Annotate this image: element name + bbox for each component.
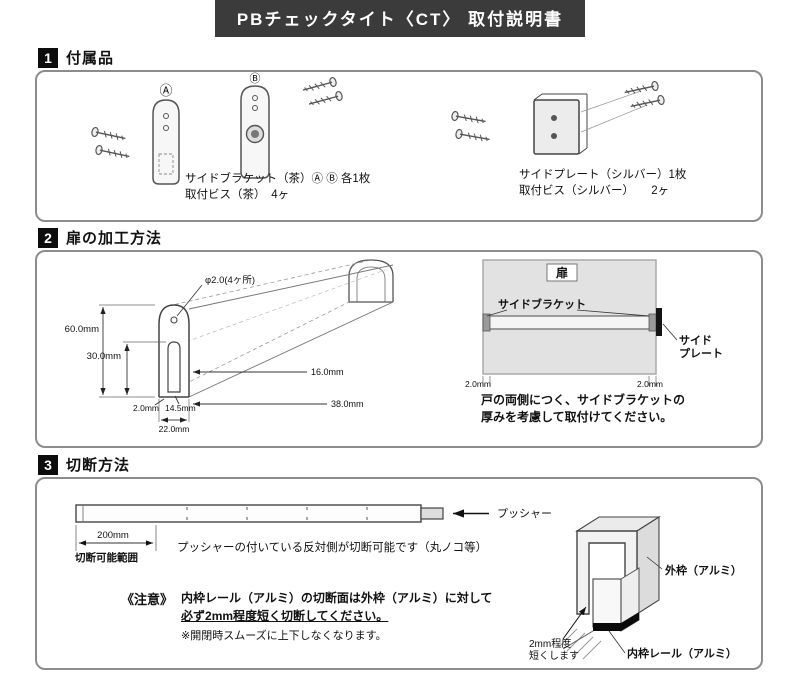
section2-number-badge: 2 — [38, 227, 58, 248]
section1-box: Ⓐ Ⓑ — [35, 70, 763, 222]
bracket-caption-line2: 取付ビス（茶） 4ヶ — [185, 189, 290, 201]
accessories-diagram: Ⓐ Ⓑ — [90, 72, 666, 185]
cutting-diagram: プッシャー 200mm 切断可能範囲 プッシャーの付いている反対側が切断可能です… — [75, 504, 742, 662]
side-plate-label-2: プレート — [679, 346, 723, 360]
inner-rail-label: 内枠レール（アルミ） — [627, 646, 737, 660]
phi-label: φ2.0(4ヶ所) — [205, 275, 255, 286]
side-bracket-a-diagram — [152, 99, 180, 185]
notice-lines: 内枠レール（アルミ）の切断面は外枠（アルミ）に対して 必ず2mm程度短く切断して… — [181, 589, 492, 645]
section3-box: プッシャー 200mm 切断可能範囲 プッシャーの付いている反対側が切断可能です… — [35, 477, 763, 670]
screw-icon — [307, 90, 344, 110]
dim-16mm: 16.0mm — [311, 367, 344, 377]
notice-line1: 内枠レール（アルミ）の切断面は外枠（アルミ）に対して — [181, 591, 493, 605]
short-label-2: 短くします — [529, 649, 579, 662]
door-label: 扉 — [556, 265, 568, 280]
section3-heading: 切断方法 — [66, 457, 131, 474]
screw-icon — [301, 76, 338, 96]
label-a: Ⓐ — [159, 83, 172, 98]
screw-icon — [450, 110, 488, 127]
section1-number-badge: 1 — [38, 47, 58, 68]
dim-38mm: 38.0mm — [331, 399, 364, 409]
frame-3d-sketch — [558, 515, 663, 660]
screw-icon — [90, 126, 127, 144]
dim-145mm: 14.5mm — [165, 403, 196, 413]
section2-header: 2 扉の加工方法 — [38, 227, 162, 248]
notice-label: 《注意》 — [121, 592, 174, 607]
cut-range-dimension — [75, 525, 157, 551]
slot-isometric-drawing — [158, 259, 394, 398]
dim-22mm: 22.0mm — [159, 424, 190, 434]
phi-leader-line — [176, 284, 203, 317]
plate-caption-line2: 取付ビス（シルバー） 2ヶ — [519, 185, 670, 197]
side-bracket-label: サイドブラケット — [498, 297, 586, 311]
notice-line3: ※開閉時スムーズに上下しなくなります。 — [181, 630, 387, 642]
section3-header: 3 切断方法 — [38, 454, 130, 475]
rail-drawing — [75, 504, 444, 523]
dim-200mm: 200mm — [97, 530, 129, 541]
dim-60mm: 60.0mm — [65, 324, 99, 335]
door-machining-diagram: φ2.0(4ヶ所) 60.0mm — [65, 259, 723, 434]
pusher-label: プッシャー — [497, 507, 552, 520]
cut-range-label: 切断可能範囲 — [75, 551, 138, 564]
screw-icon — [623, 80, 660, 98]
mounting-note: 戸の両側につく、サイドブラケットの 厚みを考慮して取付けてください。 — [481, 392, 685, 426]
notice-line2: 必ず2mm程度短く切断してください。 — [181, 609, 389, 623]
title-row: PBチェックタイト〈CT〉 取付説明書 — [0, 0, 800, 37]
plate-caption: サイドプレート（シルバー）1枚 取付ビス（シルバー） 2ヶ — [519, 167, 686, 199]
section2-box: φ2.0(4ヶ所) 60.0mm — [35, 250, 763, 448]
dim-right-2mm: 2.0mm — [637, 379, 663, 389]
label-b: Ⓑ — [250, 72, 261, 85]
dim-30mm: 30.0mm — [87, 351, 121, 362]
screw-icon — [629, 94, 666, 112]
side-bracket-b-diagram — [240, 85, 270, 179]
notice-block: 《注意》 内枠レール（アルミ）の切断面は外枠（アルミ）に対して 必ず2mm程度短… — [121, 589, 492, 645]
dimension-lines — [100, 307, 327, 423]
outer-frame-label: 外枠（アルミ） — [664, 563, 742, 577]
section3-number-badge: 3 — [38, 454, 58, 475]
bracket-caption-line1: サイドブラケット（茶）Ⓐ Ⓑ 各1枚 — [185, 173, 371, 185]
document-title: PBチェックタイト〈CT〉 取付説明書 — [214, 0, 586, 37]
side-plate-diagram — [533, 90, 648, 155]
screw-icon — [94, 144, 131, 162]
cutting-caption: プッシャーの付いている反対側が切断可能です（丸ノコ等） — [177, 540, 487, 554]
dim-2mm: 2.0mm — [133, 403, 159, 413]
section1-heading: 付属品 — [66, 50, 115, 67]
extension-lines — [99, 304, 190, 422]
mounting-note-line2: 厚みを考慮して取付けてください。 — [481, 410, 673, 424]
section1-header: 1 付属品 — [38, 47, 114, 68]
door-mounting-diagram — [482, 259, 678, 386]
screw-icon — [454, 128, 492, 145]
bracket-caption: サイドブラケット（茶）Ⓐ Ⓑ 各1枚 取付ビス（茶） 4ヶ — [185, 171, 370, 203]
section2-heading: 扉の加工方法 — [66, 230, 163, 247]
side-plate-label-1: サイド — [679, 334, 712, 347]
mounting-note-line1: 戸の両側につく、サイドブラケットの — [481, 393, 686, 407]
short-label-1: 2mm程度 — [529, 637, 571, 650]
plate-caption-line1: サイドプレート（シルバー）1枚 — [519, 169, 687, 181]
dim-left-2mm: 2.0mm — [465, 379, 491, 389]
